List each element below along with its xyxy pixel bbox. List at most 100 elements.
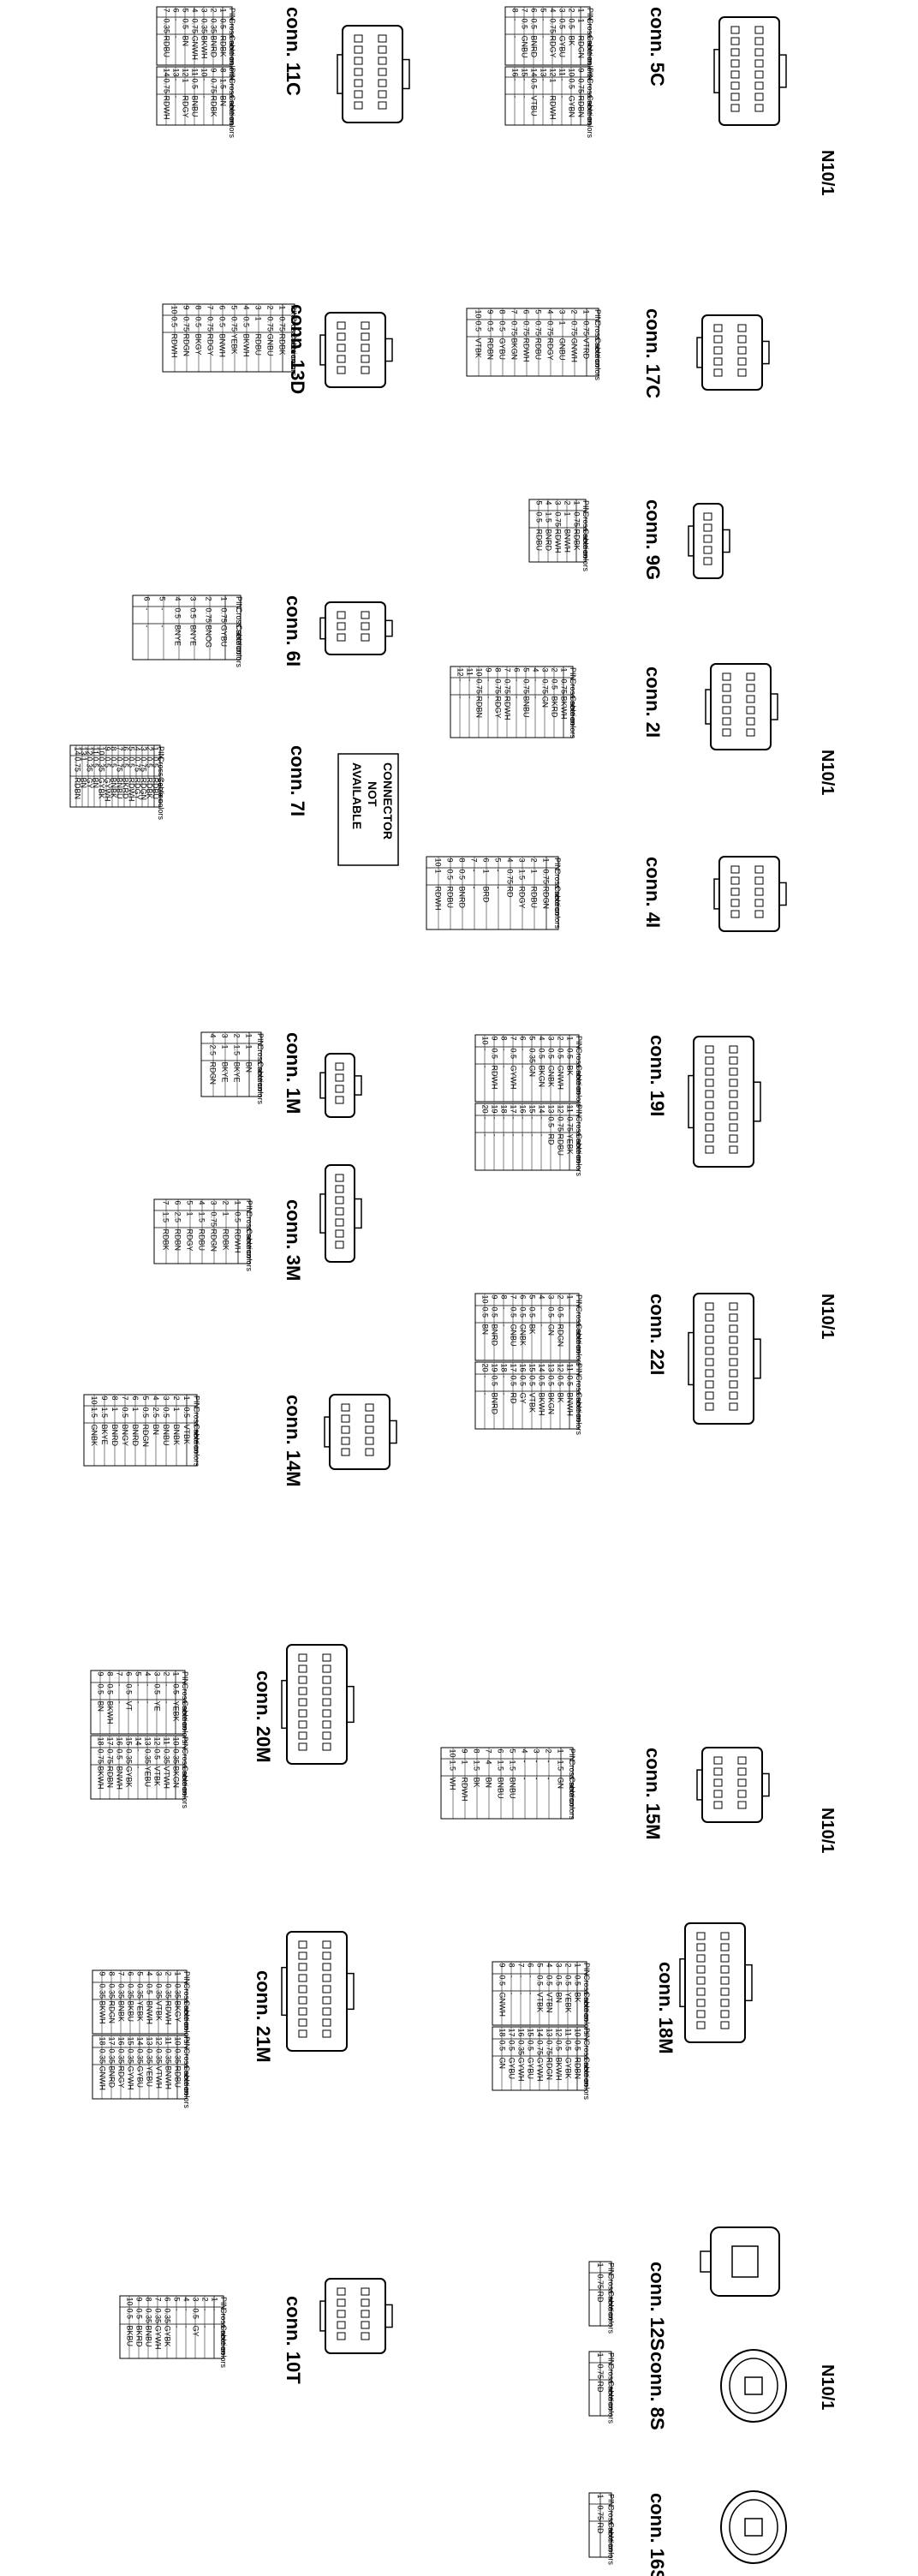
table-cell: -	[520, 79, 528, 81]
table-cell: 8	[110, 1396, 119, 1401]
table-cell: GYWH	[103, 778, 111, 802]
n10-label: N10/1	[818, 2364, 837, 2410]
table-cell: 0.5	[498, 2041, 506, 2052]
table-cell: -	[516, 1975, 525, 1978]
title-9G: conn. 9G	[642, 499, 664, 580]
connector-19I-icon	[688, 1036, 761, 1168]
table-cell: RDWH	[490, 1066, 498, 1090]
table-cell: 0.5	[537, 1376, 545, 1387]
table-cell: GYBU	[557, 36, 566, 58]
table-cell: 0.5	[91, 757, 99, 768]
table-cell: BNBU	[144, 2326, 152, 2347]
table-cell: -	[182, 2309, 190, 2311]
table-cell: 1	[220, 597, 229, 601]
table-header-cell: PIN	[181, 1671, 189, 1684]
table-cell: 0.35	[516, 2041, 525, 2056]
table-cell: RDGY	[546, 338, 555, 361]
table-cell: 14	[535, 2029, 544, 2037]
table-cell: RDBU	[162, 36, 170, 58]
table-cell: 5	[534, 501, 543, 505]
table-header-cell: Cable colors	[256, 1061, 265, 1105]
table-cell: 8	[107, 1972, 116, 1976]
table-cell: 1	[596, 2495, 605, 2499]
table-cell: 0.5	[567, 79, 575, 90]
table-cell: -	[499, 1117, 508, 1120]
table-cell: 1	[557, 1749, 565, 1754]
table-cell: 4	[133, 747, 141, 751]
table-cell: VTBK	[474, 338, 483, 359]
table-cell: 14	[73, 747, 81, 756]
table-cell: 11	[565, 1364, 574, 1372]
table-cell: GNWH	[190, 36, 199, 61]
table-cell: 20	[480, 1105, 489, 1114]
table-cell: 17	[507, 2029, 516, 2037]
table-header-cell: Cross section	[586, 18, 594, 65]
table-cell: -	[134, 1684, 142, 1687]
table-cell: 0.5	[554, 2041, 563, 2052]
table-cell: 0.5	[121, 757, 129, 768]
table-cell: 0.5	[518, 1376, 527, 1387]
table-cell: RDGY	[116, 2066, 125, 2089]
table-header-cell: Cable colors	[606, 2381, 615, 2424]
table-cell: 0.5	[528, 1307, 536, 1318]
table-cell: -	[115, 1684, 123, 1687]
table-header-cell: Cross section	[182, 1983, 191, 2030]
table-cell: BKGY	[194, 334, 203, 356]
table-cell: -	[158, 608, 167, 611]
table-header-cell: PIN	[245, 1200, 253, 1213]
title-21M: conn. 21M	[253, 1970, 274, 2063]
table-cell: 0.5	[573, 2041, 581, 2052]
table-cell: RDWH	[503, 696, 511, 720]
table-header-cell: Cross section	[181, 1748, 189, 1796]
table-cell: 0.75	[570, 321, 579, 337]
table-cell: VTBN	[545, 1993, 553, 2013]
table-cell: 8	[510, 9, 519, 13]
table-cell: 0.5	[458, 870, 467, 881]
table-cell: -	[480, 1066, 489, 1068]
table-cell: 0.35	[143, 1749, 152, 1765]
connector-21M-icon	[281, 1931, 355, 2052]
table-cell: RDBU	[151, 778, 159, 800]
table-header-cell: Cable colors	[181, 1700, 189, 1744]
table-cell: -	[539, 36, 547, 39]
table-cell: 8	[473, 1749, 481, 1754]
table-cell: 10	[573, 2029, 581, 2037]
table-cell: GYWH	[509, 1066, 517, 1090]
table-cell: BNBK	[116, 2001, 125, 2023]
table-cell: 4	[145, 1972, 153, 1976]
table-cell: WH	[449, 1778, 457, 1790]
table-cell: RDGY	[186, 1229, 194, 1252]
table-cell: BK	[567, 36, 575, 46]
table-cell: 8	[498, 310, 507, 314]
connector-8S-icon	[720, 2349, 787, 2423]
table-cell: 0.75	[474, 679, 483, 695]
not-available-text: AVAILABLE	[350, 762, 364, 829]
table-cell: BKGY	[173, 2001, 182, 2023]
table-cell: BKWH	[98, 2001, 106, 2024]
table-cell: RDBN	[474, 696, 483, 719]
table-header-cell: Cable colors	[606, 2291, 615, 2334]
title-14M: conn. 14M	[283, 1395, 304, 1487]
table-cell: 1.5	[233, 1045, 241, 1056]
table-cell: -	[465, 696, 474, 699]
table-cell: RDGN	[141, 1425, 150, 1448]
table-cell: 9	[209, 69, 218, 73]
table-cell: 0.5	[490, 1049, 498, 1060]
table-cell: 0.5	[234, 1212, 242, 1223]
table-header-cell: Cable colors	[182, 2000, 191, 2044]
table-cell: -	[531, 696, 539, 699]
table-cell: -	[537, 1117, 545, 1120]
table-cell: BNRD	[544, 529, 552, 552]
table-cell: 13	[546, 1364, 555, 1372]
table-header-cell: PIN	[586, 8, 594, 21]
table-cell: 6	[518, 1295, 527, 1300]
title-6I: conn. 6I	[283, 595, 304, 666]
table-cell: 1	[245, 1045, 253, 1049]
table-cell: BNRD	[458, 887, 467, 909]
table-cell: 0.5	[545, 1975, 553, 1987]
table-cell: 0.75	[596, 2364, 605, 2380]
